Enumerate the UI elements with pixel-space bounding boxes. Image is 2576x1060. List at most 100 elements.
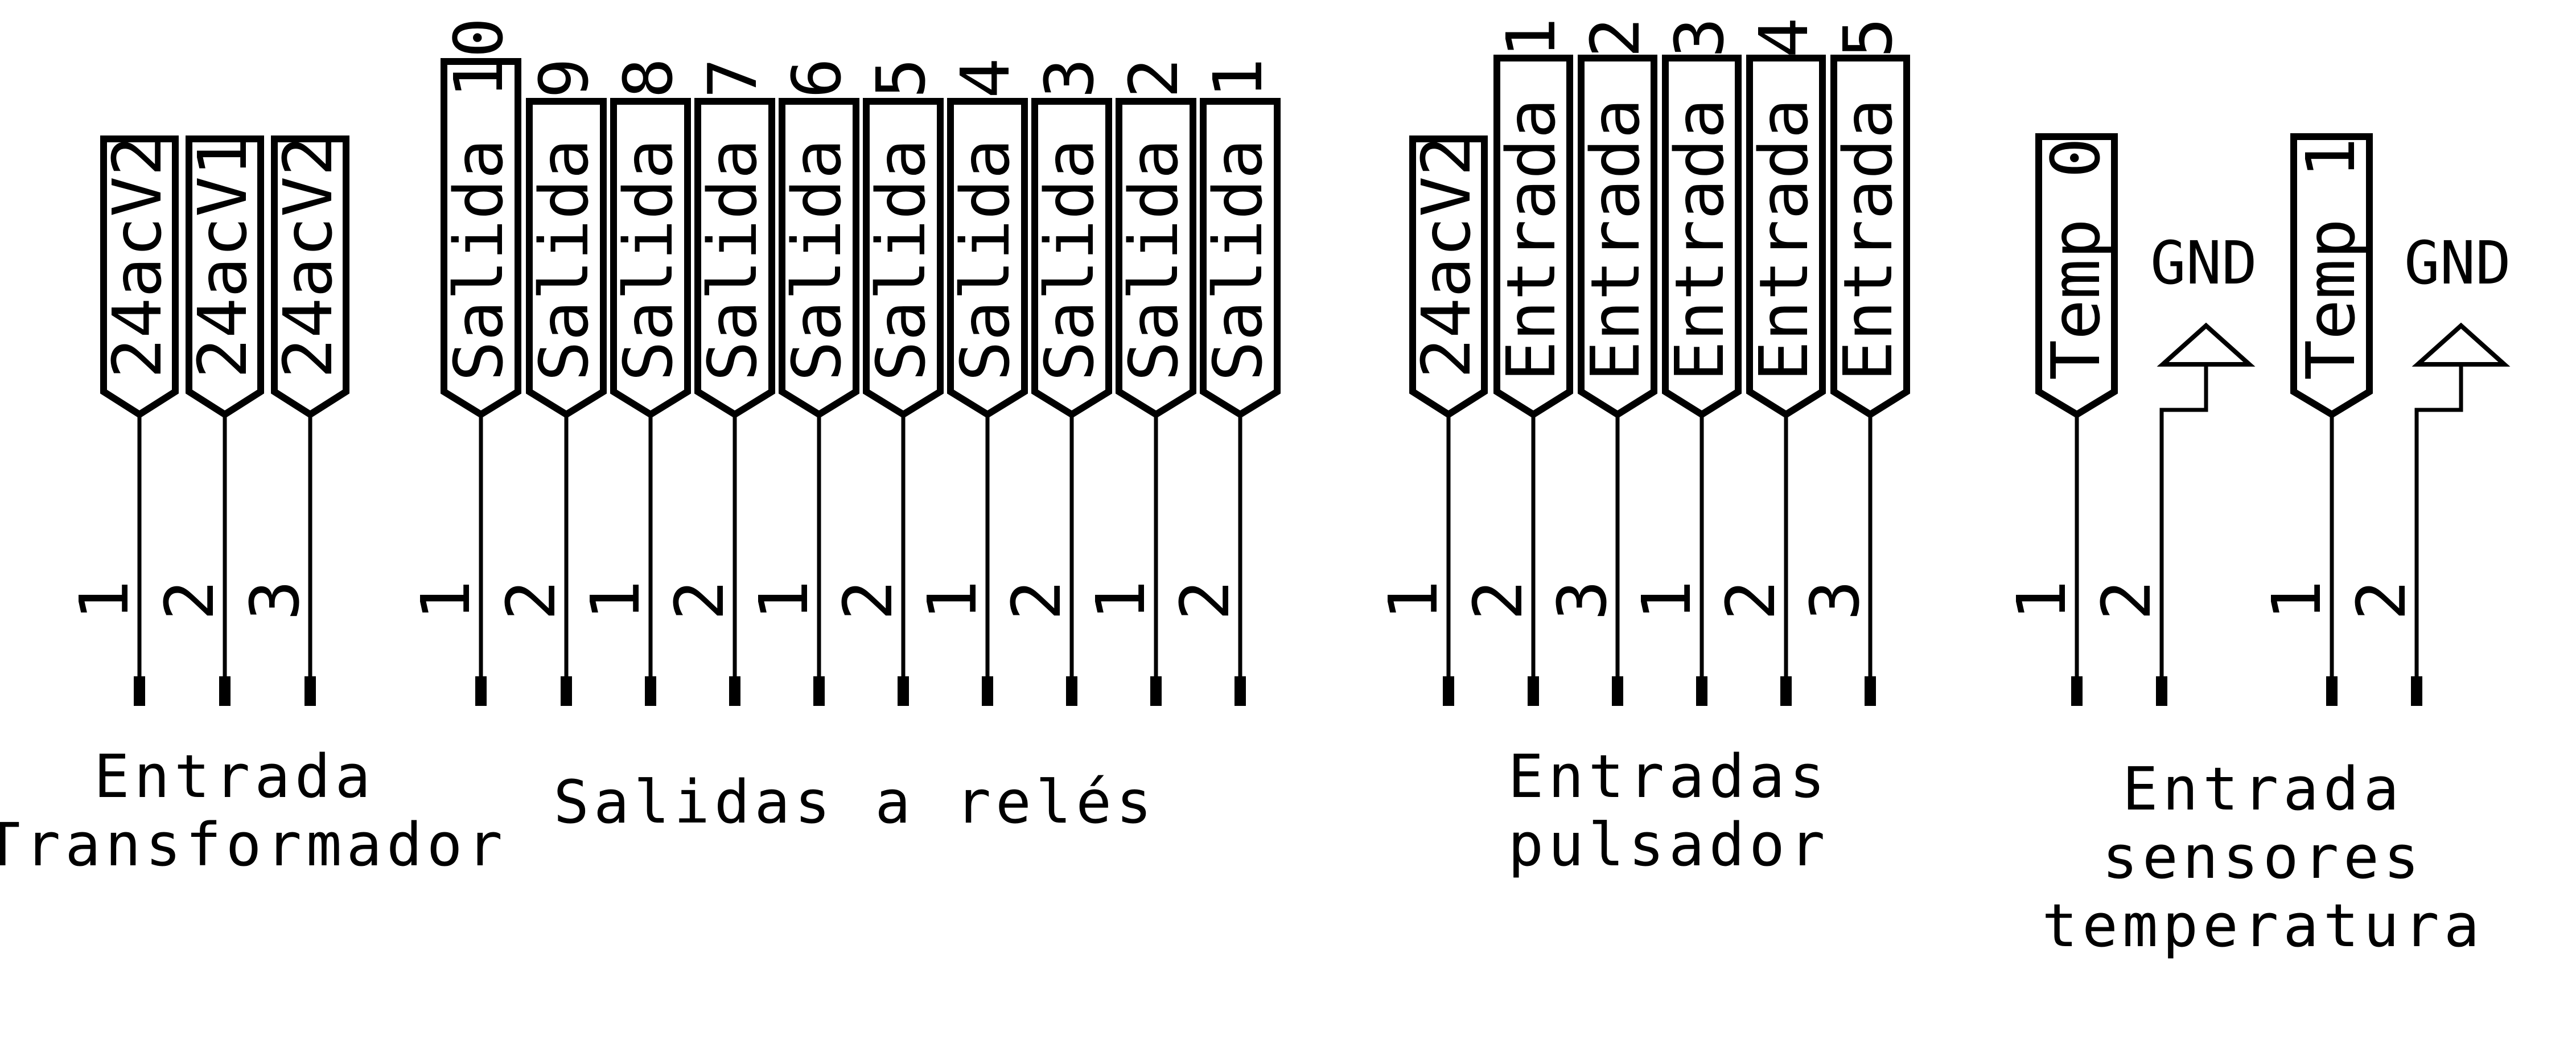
pin-number: 1 xyxy=(1081,580,1160,621)
pin-reles-3: Salida_8 1 xyxy=(576,58,691,706)
pin-pad xyxy=(1612,676,1623,706)
connector-caption: Entrada xyxy=(94,742,375,811)
connector-temperatura: Temp_0 1 GND 2 Temp_1 1 GND 2 xyxy=(2002,133,2511,960)
pin-reles-10: Salida_1 2 xyxy=(1166,58,1281,706)
pin-number: 2 xyxy=(2087,580,2166,621)
net-label: Salida_3 xyxy=(1030,58,1109,381)
pin-pad xyxy=(645,676,656,706)
pin-pad xyxy=(1528,676,1539,706)
net-label: 24acV1 xyxy=(183,136,262,379)
net-label-flag[interactable] xyxy=(1746,55,1826,419)
net-label: Salida_6 xyxy=(777,58,856,381)
pin-pad xyxy=(1443,676,1454,706)
pin-transformador-1: 24acV2 1 xyxy=(65,135,179,706)
net-label-flag[interactable] xyxy=(100,135,179,419)
pin-pulsador-6: Entrada_5 3 xyxy=(1796,18,1910,706)
connector-caption: Salidas a relés xyxy=(553,767,1156,837)
pin-pad xyxy=(2326,676,2338,706)
connector-caption: temperatura xyxy=(2042,891,2484,960)
net-label-flag[interactable] xyxy=(1200,98,1281,419)
net-label: Salida_5 xyxy=(862,58,940,381)
pin-pad xyxy=(475,676,487,706)
net-label-flag[interactable] xyxy=(1493,55,1573,419)
net-label: Salida_10 xyxy=(439,18,518,381)
gnd-wire xyxy=(2159,364,2208,677)
gnd-label: GND xyxy=(2150,228,2257,298)
pin-pad xyxy=(982,676,993,706)
pin-pad xyxy=(134,676,145,706)
pin-number: 1 xyxy=(744,580,823,621)
net-label: Entrada_3 xyxy=(1660,18,1739,381)
connector-caption: Transformador xyxy=(0,810,507,880)
net-label: 24acV2 xyxy=(98,136,176,379)
pin-pulsador-5: Entrada_4 2 xyxy=(1711,18,1826,706)
pin-number: 1 xyxy=(2002,580,2081,621)
net-label-flag[interactable] xyxy=(694,98,775,419)
connector-pulsador: 24acV2 1 Entrada_1 2 Entrada_2 3 Entrada… xyxy=(1374,18,1910,880)
pin-temperatura-4: GND 2 xyxy=(2342,228,2511,706)
pin-pulsador-3: Entrada_2 3 xyxy=(1543,18,1657,706)
pin-number: 1 xyxy=(2257,580,2336,621)
pin-number: 2 xyxy=(2342,580,2421,621)
net-label: Temp_1 xyxy=(2291,138,2370,380)
net-label-flag[interactable] xyxy=(2035,133,2118,419)
net-label-flag[interactable] xyxy=(271,135,349,419)
pin-number: 3 xyxy=(236,580,314,621)
net-label-flag[interactable] xyxy=(863,98,944,419)
pin-pulsador-4: Entrada_3 1 xyxy=(1627,18,1742,706)
pin-pad xyxy=(2156,676,2167,706)
pin-reles-2: Salida_9 2 xyxy=(492,58,607,706)
net-label-flag[interactable] xyxy=(1116,98,1196,419)
connector-transformador: 24acV2 1 24acV1 2 24acV2 3 Entrada Trans… xyxy=(0,135,507,880)
pin-number: 1 xyxy=(1627,580,1706,621)
pin-number: 2 xyxy=(1711,580,1790,621)
net-label: Entrada_4 xyxy=(1744,18,1823,381)
net-label: Temp_0 xyxy=(2036,138,2115,380)
pin-reles-5: Salida_6 1 xyxy=(744,58,859,706)
net-label: Entrada_1 xyxy=(1492,18,1570,381)
connector-caption: Entrada xyxy=(2122,754,2404,824)
net-label: Salida_4 xyxy=(946,58,1024,381)
net-label: Salida_1 xyxy=(1199,58,1277,381)
pin-pad xyxy=(813,676,825,706)
net-label-flag[interactable] xyxy=(1830,55,1910,419)
net-label-flag[interactable] xyxy=(610,98,691,419)
pin-temperatura-3: Temp_1 1 xyxy=(2257,133,2373,706)
net-label-flag[interactable] xyxy=(186,135,264,419)
net-label-flag[interactable] xyxy=(526,98,607,419)
pin-pad xyxy=(1150,676,1162,706)
net-label-flag[interactable] xyxy=(779,98,859,419)
net-label: Salida_9 xyxy=(525,58,603,381)
pin-pad xyxy=(2411,676,2422,706)
pin-pad xyxy=(729,676,740,706)
pin-pad xyxy=(898,676,909,706)
pin-pad xyxy=(2071,676,2083,706)
connector-caption: sensores xyxy=(2102,823,2424,892)
pin-number: 1 xyxy=(913,580,991,621)
net-label-flag[interactable] xyxy=(947,98,1028,419)
pin-pad xyxy=(561,676,572,706)
pin-reles-4: Salida_7 2 xyxy=(660,58,775,706)
pin-number: 3 xyxy=(1543,580,1622,621)
pin-number: 2 xyxy=(492,580,570,621)
net-label: Entrada_5 xyxy=(1829,18,1907,381)
pin-temperatura-1: Temp_0 1 xyxy=(2002,133,2118,706)
net-label-flag[interactable] xyxy=(441,58,521,419)
net-label-flag[interactable] xyxy=(1031,98,1112,419)
pin-reles-7: Salida_4 1 xyxy=(913,58,1028,706)
net-label-flag[interactable] xyxy=(2290,133,2373,419)
pin-transformador-3: 24acV2 3 xyxy=(236,135,349,706)
pin-pad xyxy=(1234,676,1246,706)
pin-reles-1: Salida_10 1 xyxy=(406,18,521,706)
gnd-wire xyxy=(2414,364,2463,677)
net-label: 24acV2 xyxy=(1407,136,1485,379)
net-label: Salida_8 xyxy=(609,58,688,381)
pin-pad xyxy=(1780,676,1792,706)
net-label-flag[interactable] xyxy=(1662,55,1742,419)
net-label-flag[interactable] xyxy=(1409,135,1488,419)
pin-number: 2 xyxy=(660,580,739,621)
gnd-label: GND xyxy=(2404,228,2511,298)
net-label: Salida_7 xyxy=(693,58,772,381)
connector-caption: Entradas xyxy=(1508,742,1830,811)
net-label-flag[interactable] xyxy=(1578,55,1657,419)
